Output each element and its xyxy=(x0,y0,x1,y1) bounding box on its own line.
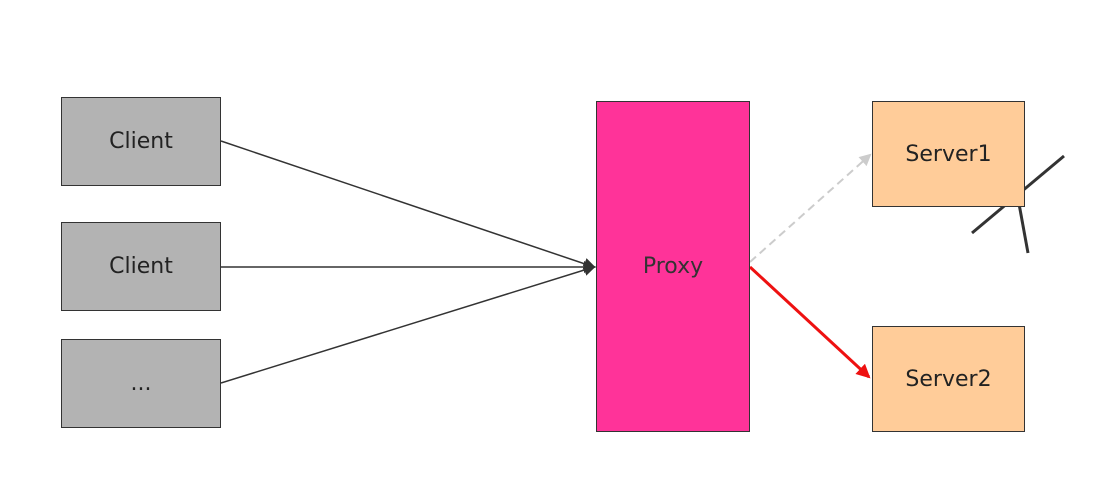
client-node: Client xyxy=(61,222,221,311)
proxy-label: Proxy xyxy=(642,254,704,279)
connector-proxy-to-server2-active xyxy=(748,265,871,379)
connector-client-1-to-proxy xyxy=(220,140,596,270)
server1-node: Server1 xyxy=(872,101,1025,207)
client-label: ... xyxy=(130,371,152,396)
client-label: Client xyxy=(109,254,173,279)
server1-label: Server1 xyxy=(905,141,992,167)
client-node: Client xyxy=(61,97,221,186)
connector-client-3-to-proxy xyxy=(220,264,596,384)
client-node-ellipsis: ... xyxy=(61,339,221,428)
server2-node: Server2 xyxy=(872,326,1025,432)
proxy-node: Proxy xyxy=(596,101,750,432)
connector-proxy-to-server1-inactive xyxy=(749,153,872,263)
server2-label: Server2 xyxy=(905,366,992,392)
client-label: Client xyxy=(109,129,173,154)
